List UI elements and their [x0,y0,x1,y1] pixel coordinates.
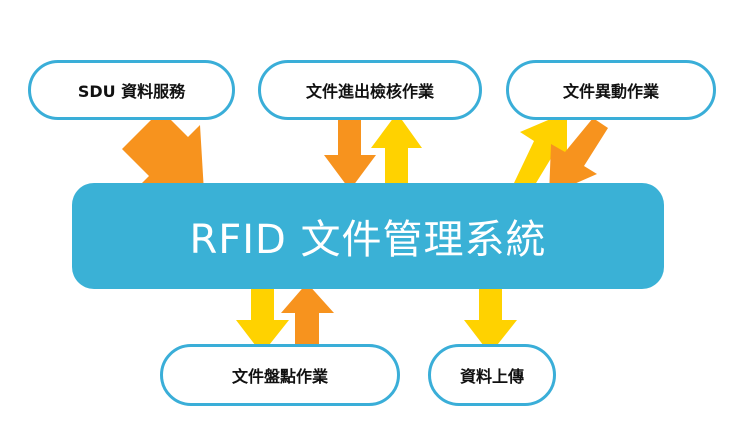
node-data-upload: 資料上傳 [428,344,556,406]
arrow-system-to-change [514,112,567,193]
node-label: 文件異動作業 [562,82,659,101]
arrow-change-to-system [549,118,608,195]
arrow-system-to-inventory [236,280,289,354]
node-label: 文件盤點作業 [231,367,328,386]
node-label: 文件進出檢核作業 [305,82,434,101]
arrow-checkin-to-system [324,118,376,190]
arrow-system-to-upload [464,280,517,354]
node-label: 資料上傳 [459,367,524,386]
node-sdu-data-service: SDU 資料服務 [28,60,235,120]
node-label: SDU 資料服務 [77,82,186,101]
arrow-inventory-to-system [281,283,334,352]
node-document-inventory: 文件盤點作業 [160,344,400,406]
node-document-checkin-checkout: 文件進出檢核作業 [258,60,482,120]
arrow-system-to-checkin [371,113,422,190]
central-system-label: RFID 文件管理系統 [189,217,547,263]
central-system-box: RFID 文件管理系統 [72,183,664,289]
arrow-sdu-to-system [122,110,204,192]
node-document-change: 文件異動作業 [506,60,716,120]
